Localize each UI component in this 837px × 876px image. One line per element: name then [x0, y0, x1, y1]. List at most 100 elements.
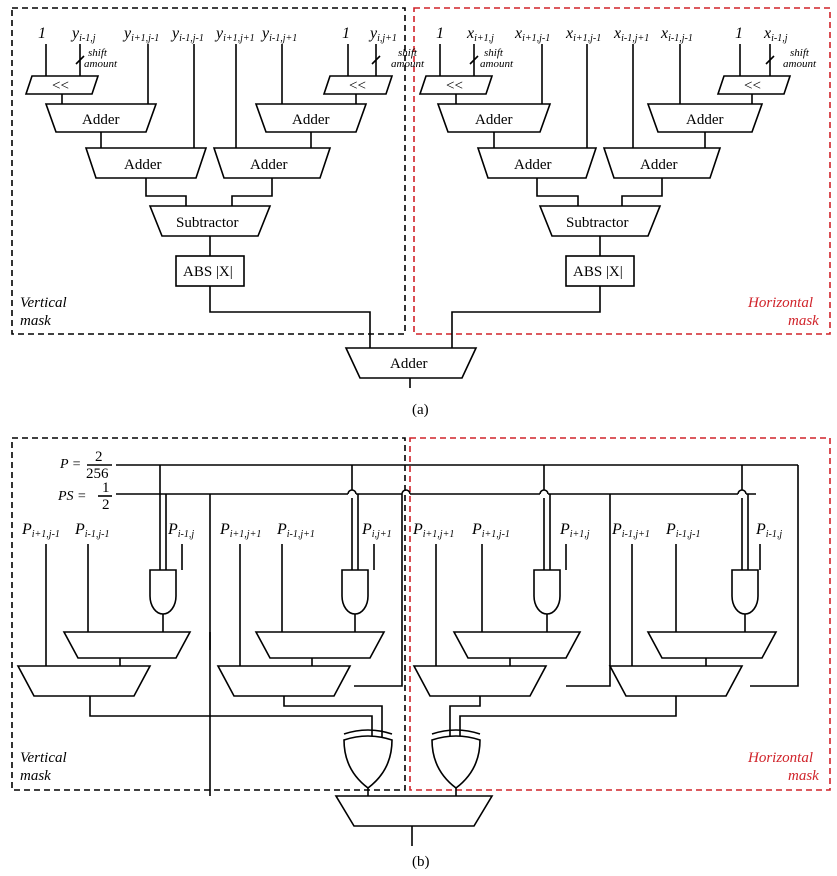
- adder-label: Adder: [640, 157, 678, 173]
- vertical-mask-label: Vertical: [20, 750, 67, 766]
- input-label: yi-1,j: [70, 25, 96, 44]
- abs-label: ABS |X|: [573, 264, 623, 280]
- adder-block: [44, 103, 158, 133]
- final-block: [334, 795, 494, 827]
- mux-block: [16, 665, 152, 697]
- panel-b-wires: [45, 465, 799, 846]
- shift-amount-label: amount: [480, 58, 514, 70]
- shift-symbol: <<: [52, 78, 69, 94]
- abs-block: [565, 255, 635, 287]
- vertical-mask-frame-b: [11, 437, 406, 791]
- ps-denominator: 2: [102, 497, 110, 513]
- right-input-labels: 1 xi+1,j xi+1,j-1 xi+1,j-1 xi-1,j+1 xi-1…: [436, 25, 788, 44]
- and-gates: [149, 569, 759, 615]
- shift-output-wires: [61, 94, 753, 104]
- xor-gate: [343, 735, 393, 790]
- shift-symbol: <<: [446, 78, 463, 94]
- adder-label: Adder: [475, 112, 513, 128]
- shift-amount-label: amount: [84, 58, 118, 70]
- shift-amount-label: shift: [88, 47, 108, 59]
- caption-a: (a): [412, 402, 429, 418]
- adder-label: Adder: [250, 157, 288, 173]
- input-label: 1: [436, 25, 444, 42]
- subtractor-block: [148, 205, 272, 237]
- horizontal-mask-label: Horizontal: [747, 295, 813, 311]
- panel-a: 1 yi-1,j yi+1,j-1 yi-1,j-1 yi+1,j+1 yi-1…: [11, 7, 831, 418]
- shift-amount-label: amount: [391, 58, 425, 70]
- horizontal-mask-label: mask: [788, 768, 819, 784]
- input-label: xi-1,j: [763, 25, 788, 44]
- shift-block: [716, 75, 792, 95]
- abs-block: [175, 255, 245, 287]
- input-label: yi-1,j+1: [260, 25, 297, 44]
- abs-output-wires: [209, 286, 601, 388]
- panel-a-input-wires: [45, 44, 775, 148]
- input-label: Pi+1,j-1: [21, 521, 60, 540]
- input-label: Pi-1,j-1: [74, 521, 110, 540]
- horizontal-mask-frame-b: [409, 437, 831, 791]
- adder-level-1: Adder Adder Adder Adder: [44, 103, 764, 133]
- shift-block: [24, 75, 100, 95]
- horizontal-mask-frame-a: [413, 7, 831, 335]
- mux-block: [608, 665, 744, 697]
- input-label: xi-1,j+1: [613, 25, 649, 44]
- subtractors: Subtractor Subtractor: [148, 205, 662, 237]
- mux-level-1: [62, 631, 778, 659]
- shift-amount-label: shift: [398, 47, 418, 59]
- vertical-mask-frame-a: [11, 7, 406, 335]
- input-label: 1: [735, 25, 743, 42]
- input-label: Pi-1,j+1: [276, 521, 315, 540]
- adder-block: [84, 147, 208, 179]
- ps-numerator: 1: [102, 480, 110, 496]
- and-gate: [341, 569, 369, 615]
- adder-l1-wires: [100, 132, 706, 148]
- final-adder-label: Adder: [390, 356, 428, 372]
- shift-amount-label: shift: [484, 47, 504, 59]
- input-label: Pi,j+1: [361, 521, 392, 540]
- input-label: xi-1,j-1: [660, 25, 693, 44]
- shift-amount-label: amount: [783, 58, 817, 70]
- adder-block: [254, 103, 368, 133]
- input-label: Pi-1,j: [167, 521, 194, 540]
- vertical-mask-label: mask: [20, 768, 51, 784]
- adder-label: Adder: [292, 112, 330, 128]
- mux-block: [452, 631, 582, 659]
- subtractor-label: Subtractor: [566, 215, 628, 231]
- abs-label: ABS |X|: [183, 264, 233, 280]
- shift-blocks: << << << <<: [24, 75, 792, 95]
- adder-level-2: Adder Adder Adder Adder: [84, 147, 722, 179]
- p-numerator: 2: [95, 449, 103, 465]
- adder-block: [476, 147, 598, 179]
- input-label: xi+1,j-1: [565, 25, 601, 44]
- vertical-mask-label: mask: [20, 313, 51, 329]
- input-label: Pi-1,j+1: [611, 521, 650, 540]
- horizontal-mask-label: mask: [788, 313, 819, 329]
- mux-level-2: [16, 665, 744, 697]
- shift-symbol: <<: [349, 78, 366, 94]
- adder-label: Adder: [686, 112, 724, 128]
- shift-block: [418, 75, 494, 95]
- left-input-labels: 1 yi-1,j yi+1,j-1 yi-1,j-1 yi+1,j+1 yi-1…: [38, 25, 397, 44]
- input-label: Pi-1,j-1: [665, 521, 701, 540]
- adder-block: [602, 147, 722, 179]
- xor-gate-arc: [431, 729, 481, 735]
- constant-buses: [116, 464, 798, 495]
- adder-block: [646, 103, 764, 133]
- and-gate: [533, 569, 561, 615]
- vertical-mask-label: Vertical: [20, 295, 67, 311]
- input-label: yi,j+1: [368, 25, 397, 44]
- shift-symbol: <<: [744, 78, 761, 94]
- horizontal-mask-label: Horizontal: [747, 750, 813, 766]
- input-label: 1: [38, 25, 46, 42]
- input-label: Pi+1,j+1: [412, 521, 454, 540]
- adder-label: Adder: [124, 157, 162, 173]
- input-label: Pi+1,j-1: [471, 521, 510, 540]
- input-label: xi+1,j-1: [514, 25, 550, 44]
- adder-label: Adder: [82, 112, 120, 128]
- input-label: yi+1,j-1: [122, 25, 159, 44]
- mux-block: [412, 665, 548, 697]
- input-label: Pi+1,j: [559, 521, 590, 540]
- and-gate: [731, 569, 759, 615]
- xor-gate: [431, 735, 481, 790]
